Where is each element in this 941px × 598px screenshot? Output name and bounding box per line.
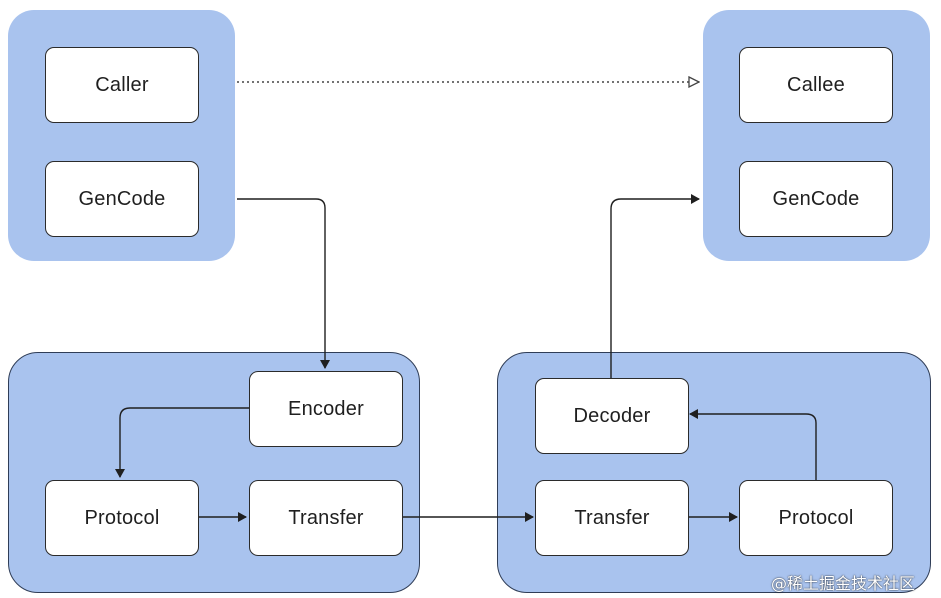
decoder-node: Decoder	[535, 378, 689, 454]
callee-node: Callee	[739, 47, 893, 123]
caller-gencode-node: GenCode	[45, 161, 199, 237]
client-transfer-node: Transfer	[249, 480, 403, 556]
edge-encoder-to-protocol	[115, 407, 249, 478]
edge-protocol-to-decoder	[689, 409, 817, 480]
edge-gencode-to-encoder	[237, 198, 330, 369]
client-protocol-node: Protocol	[45, 480, 199, 556]
edge-decoder-to-callee-gencode	[610, 194, 700, 378]
encoder-node: Encoder	[249, 371, 403, 447]
server-transfer-node: Transfer	[535, 480, 689, 556]
callee-gencode-node: GenCode	[739, 161, 893, 237]
caller-node: Caller	[45, 47, 199, 123]
credit-watermark: @稀土掘金技术社区	[771, 574, 916, 593]
server-protocol-node: Protocol	[739, 480, 893, 556]
